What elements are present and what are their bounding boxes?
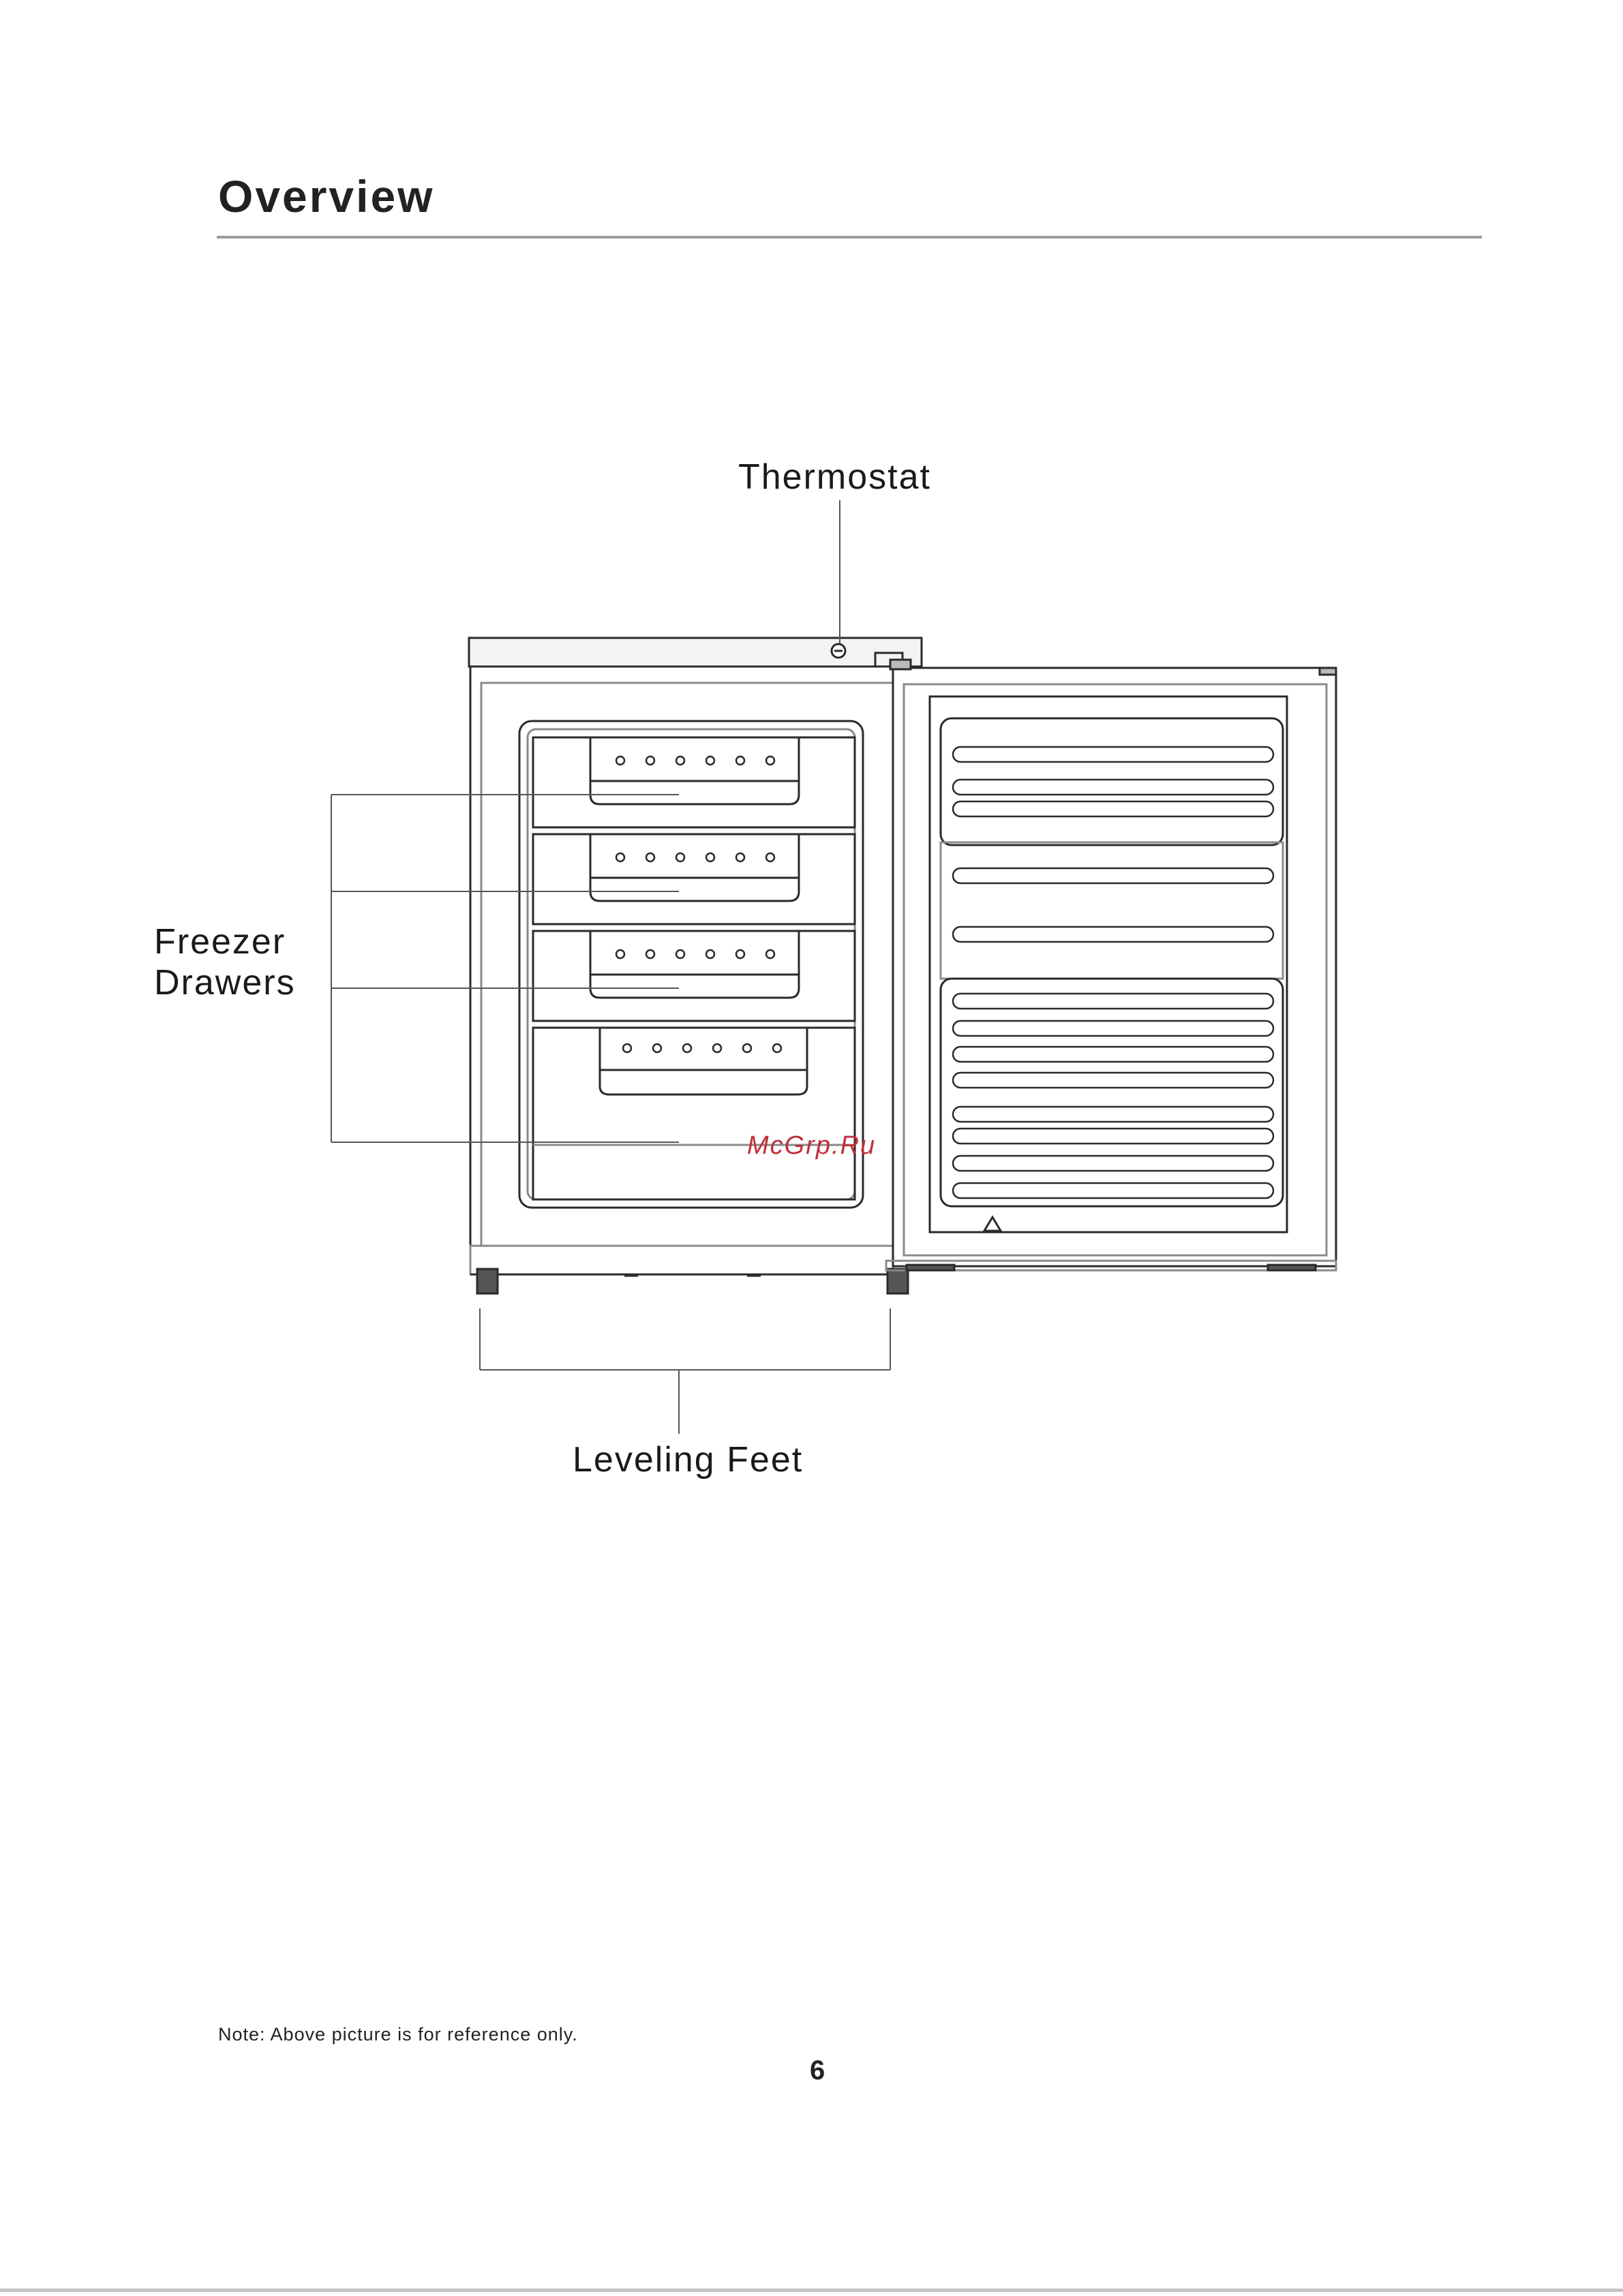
thermostat-label: Thermostat [738, 457, 931, 498]
freezer-drawers-label-line1: Freezer [154, 921, 296, 962]
reference-note: Note: Above picture is for reference onl… [218, 2024, 578, 2045]
page-number: 6 [810, 2055, 825, 2086]
leveling-feet-label: Leveling Feet [573, 1439, 803, 1480]
drawer-3 [533, 931, 855, 1021]
drawer-2 [533, 834, 855, 924]
freezer-drawers-label: Freezer Drawers [154, 921, 296, 1003]
door-shelf-ridges [953, 747, 1273, 1198]
drawer-vent-holes [616, 756, 781, 1052]
leveling-feet [477, 1269, 908, 1294]
drawer-1 [533, 737, 855, 827]
watermark-text: McGrp.Ru [747, 1131, 876, 1161]
freezer-drawers-label-line2: Drawers [154, 962, 296, 1003]
drawer-4 [533, 1028, 855, 1199]
bottom-divider [0, 2289, 1623, 2292]
